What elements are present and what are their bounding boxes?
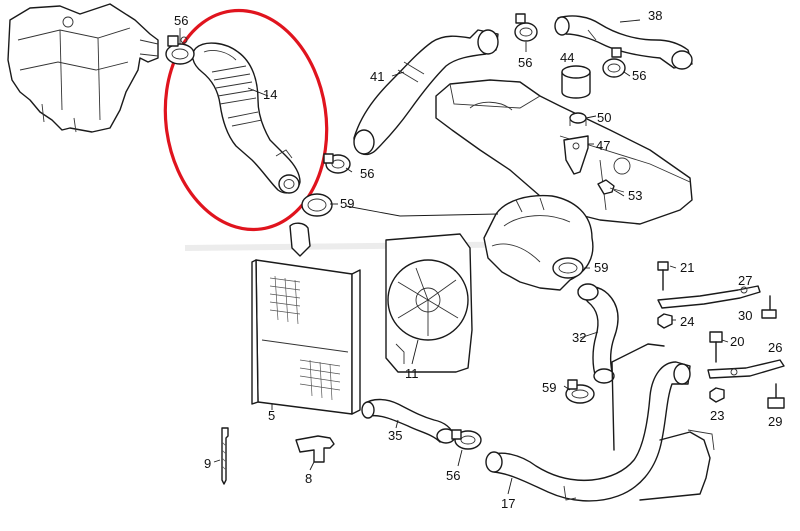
engine-block-outline <box>7 3 159 133</box>
hose-clamp-59c <box>565 379 595 404</box>
callout-56-bottom: 56 <box>446 468 460 483</box>
callout-44: 44 <box>560 50 574 65</box>
callout-56-top-right: 56 <box>632 68 646 83</box>
hose-35 <box>361 398 456 444</box>
hose-clamp-56b <box>323 153 351 174</box>
hose-clamp-56e <box>451 429 482 450</box>
hose-clamp-59a <box>301 193 333 217</box>
radiator-5 <box>251 222 361 415</box>
callout-11: 11 <box>405 366 419 381</box>
bracket-27 <box>657 285 761 309</box>
callout-8: 8 <box>305 471 312 486</box>
callout-47: 47 <box>596 138 610 153</box>
callout-17: 17 <box>501 496 515 511</box>
callout-50: 50 <box>597 110 611 125</box>
engine-top-outline <box>435 79 693 225</box>
callout-9: 9 <box>204 456 211 471</box>
callout-26: 26 <box>768 340 782 355</box>
hose-clamp-56c <box>514 13 538 42</box>
fan-11 <box>385 233 473 373</box>
hose-38 <box>554 15 693 70</box>
callout-20: 20 <box>730 334 744 349</box>
callout-38: 38 <box>648 8 662 23</box>
callout-35: 35 <box>388 428 402 443</box>
callout-labels: 56 14 56 59 41 56 44 38 56 50 47 53 59 2… <box>174 8 782 511</box>
bracket-26 <box>707 359 785 379</box>
bolt-20 <box>709 331 723 363</box>
hose-clamp-59b <box>552 257 584 279</box>
callout-56-top-left: 56 <box>174 13 188 28</box>
bracket-47 <box>563 135 589 175</box>
callout-30: 30 <box>738 308 752 323</box>
callout-53: 53 <box>628 188 642 203</box>
bracket-8 <box>295 435 335 463</box>
highlight-ellipse <box>163 8 329 232</box>
intake-duct-14 <box>191 42 301 194</box>
sleeve-44 <box>561 65 591 99</box>
bolt-21 <box>657 261 669 291</box>
pipe-17 <box>485 343 715 502</box>
callout-56-mid-left: 56 <box>360 166 374 181</box>
hose-clamp-56a <box>165 35 195 65</box>
bolt-53 <box>597 179 625 195</box>
bolt-29 <box>767 383 785 409</box>
callout-23: 23 <box>710 408 724 423</box>
callout-32: 32 <box>572 330 586 345</box>
callout-59-lower: 59 <box>542 380 556 395</box>
callout-59-mid-left: 59 <box>340 196 354 211</box>
nut-23 <box>709 387 725 403</box>
strainer-9 <box>221 427 229 485</box>
callout-5: 5 <box>268 408 275 423</box>
hose-41 <box>353 29 499 156</box>
callout-56-top-mid: 56 <box>518 55 532 70</box>
callout-21: 21 <box>680 260 694 275</box>
callout-27: 27 <box>738 273 752 288</box>
nut-24 <box>657 313 673 329</box>
leader-lines <box>179 19 729 495</box>
callout-59-pump: 59 <box>594 260 608 275</box>
callout-24: 24 <box>680 314 694 329</box>
hose-clamp-56d <box>602 47 626 78</box>
bolt-30 <box>761 295 777 319</box>
callout-29: 29 <box>768 414 782 429</box>
callout-14: 14 <box>263 87 277 102</box>
callout-41: 41 <box>370 69 384 84</box>
